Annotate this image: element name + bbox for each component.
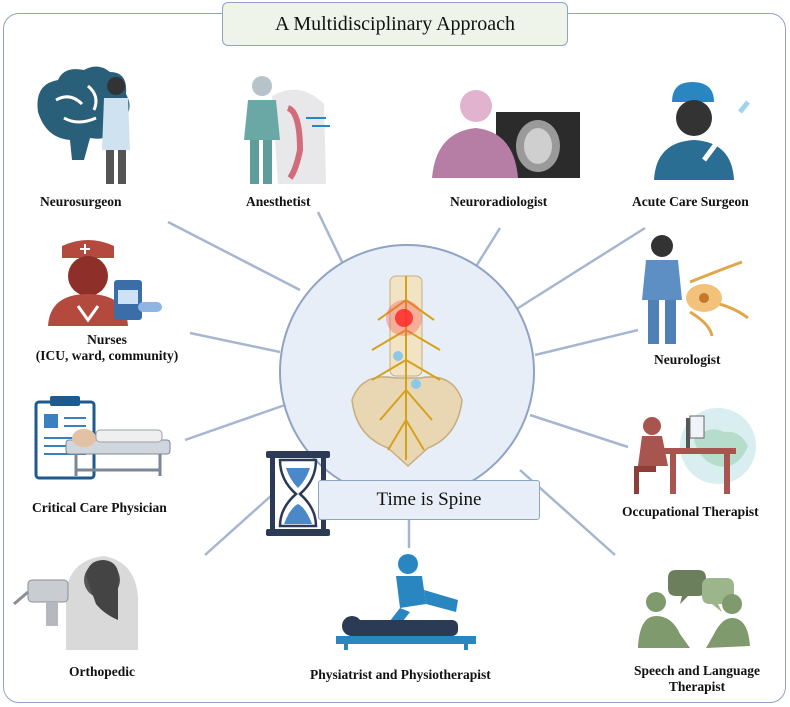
label-neurologist: Neurologist bbox=[654, 352, 721, 367]
label-physiatrist: Physiatrist and Physiotherapist bbox=[310, 667, 491, 682]
label-nurses-line2: (ICU, ward, community) bbox=[35, 348, 179, 364]
acute-care-surgeon-icon bbox=[654, 82, 750, 180]
spine-illustration bbox=[279, 244, 535, 500]
label-neurosurgeon: Neurosurgeon bbox=[40, 194, 122, 209]
connector-lines bbox=[167, 211, 646, 556]
physiatrist-icon bbox=[336, 554, 476, 650]
time-is-spine-label: Time is Spine bbox=[318, 480, 540, 520]
label-orthopedic: Orthopedic bbox=[69, 664, 135, 679]
label-nurses: Nurses (ICU, ward, community) bbox=[32, 332, 182, 364]
neurologist-icon bbox=[642, 235, 749, 344]
neurosurgeon-icon bbox=[37, 66, 130, 184]
anesthetist-icon bbox=[244, 76, 330, 184]
label-speech-therapist: Speech and Language Therapist bbox=[617, 663, 777, 695]
label-speech-line1: Speech and Language bbox=[633, 663, 761, 678]
speech-therapist-icon bbox=[638, 570, 750, 648]
occupational-therapist-icon bbox=[634, 408, 756, 494]
label-acute-care-surgeon: Acute Care Surgeon bbox=[632, 194, 749, 209]
nurses-icon bbox=[48, 240, 162, 326]
neuroradiologist-icon bbox=[432, 90, 580, 178]
label-occupational-therapist: Occupational Therapist bbox=[622, 504, 759, 519]
critical-care-physician-icon bbox=[34, 396, 171, 480]
label-speech-line2: Therapist bbox=[668, 679, 726, 695]
label-critical-care-physician: Critical Care Physician bbox=[32, 500, 167, 515]
label-anesthetist: Anesthetist bbox=[246, 194, 311, 209]
label-neuroradiologist: Neuroradiologist bbox=[450, 194, 548, 209]
diagram-title: A Multidisciplinary Approach bbox=[222, 2, 568, 46]
orthopedic-icon bbox=[13, 556, 138, 650]
label-nurses-line1: Nurses bbox=[87, 332, 127, 347]
